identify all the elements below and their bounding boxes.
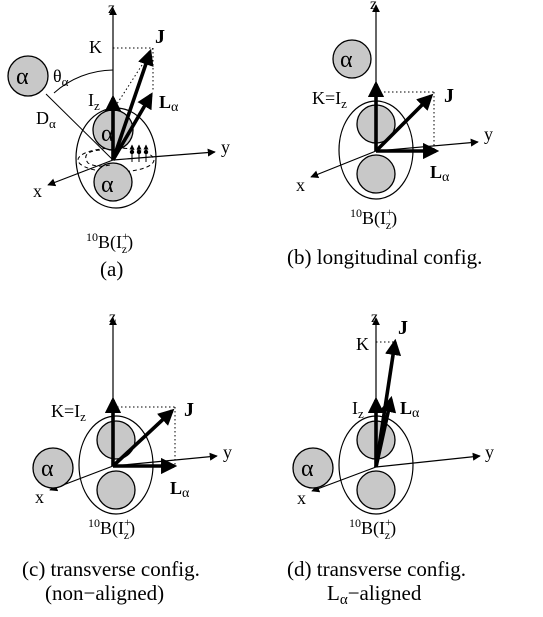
panel-c: z y x K=Iz J Lα α 10B(I+z) (c) transvers… [22, 309, 232, 605]
alpha-outer-label: α [340, 47, 353, 73]
l-alpha-label: Lα [159, 92, 179, 115]
alpha-cluster-outer [292, 447, 334, 489]
d-alpha-label: Dα [36, 108, 56, 131]
alpha-cluster-upper [96, 420, 136, 460]
caption-c-line1: (c) transverse config. [22, 557, 200, 581]
z-axis-label: z [371, 309, 378, 326]
l-alpha-label: Lα [170, 478, 190, 501]
caption-a: (a) [100, 257, 123, 281]
k-label: K [89, 37, 102, 57]
j-label: J [184, 399, 194, 421]
rotation-arc-dashed [85, 149, 111, 167]
alpha-cluster-lower [356, 154, 396, 194]
y-axis [375, 452, 481, 468]
x-axis [311, 466, 377, 493]
x-axis-label: x [35, 487, 44, 507]
x-axis [310, 150, 377, 179]
spin-arrows [129, 144, 149, 162]
nucleus-label: 10B(I+z) [349, 515, 396, 542]
alpha-lower-label: α [101, 172, 114, 198]
panel-d: z y x K J Iz Lα α 10B(I+z) (d) transvers… [287, 309, 494, 608]
j-vector [111, 408, 175, 468]
alpha-cluster-lower [93, 162, 133, 202]
alpha-cluster-outer [7, 55, 49, 97]
iz-label: Iz [352, 398, 364, 421]
caption-d-line1: (d) transverse config. [287, 557, 466, 581]
j-label: J [155, 26, 165, 48]
panel-a: z y x K J Iz Lα θα Dα α α α 10B(I+z) (a) [7, 0, 230, 281]
caption-c-line2: (non−aligned) [45, 581, 164, 605]
x-axis-label: x [33, 181, 42, 201]
nucleus-label: 10B(I+z) [350, 205, 397, 232]
l-alpha-label: Lα [400, 398, 420, 421]
k-iz-label: K=Iz [51, 401, 86, 424]
l-alpha-vector [374, 395, 397, 468]
alpha-axis-line [45, 93, 114, 161]
nucleus-label: 10B(I+z) [88, 515, 135, 542]
alpha-outer-label: α [41, 456, 54, 482]
alpha-outer-label: α [301, 456, 314, 482]
x-axis [47, 159, 114, 187]
j-vector [111, 48, 154, 161]
y-axis-label: y [221, 137, 230, 157]
alpha-cluster-lower [96, 470, 136, 510]
z-axis-label: z [108, 0, 115, 17]
caption-d-line2: Lα−aligned [327, 581, 422, 608]
j-label: J [398, 317, 408, 339]
l-alpha-label: Lα [430, 162, 450, 185]
x-axis-label: x [296, 175, 305, 195]
y-axis-label: y [484, 124, 493, 144]
theta-label: θα [53, 66, 69, 89]
alpha-cluster-lower [356, 470, 396, 510]
alpha-cluster-outer [332, 39, 372, 79]
z-axis-label: z [109, 309, 116, 326]
alpha-outer-label: α [16, 64, 29, 90]
l-alpha-vector [111, 92, 153, 161]
panel-b: z y x K=Iz J Lα α 10B(I+z) (b) longitudi… [287, 0, 493, 269]
iz-label: Iz [88, 90, 100, 113]
alpha-cluster-outer [32, 447, 74, 489]
k-iz-label: K=Iz [312, 88, 347, 111]
y-axis-label: y [223, 442, 232, 462]
nucleus-label: 10B(I+z) [86, 229, 133, 256]
j-vector [374, 93, 434, 153]
x-axis-label: x [297, 488, 306, 508]
alpha-upper-label: α [101, 121, 114, 147]
y-axis [112, 148, 216, 161]
z-axis-label: z [370, 0, 377, 13]
y-axis-label: y [485, 442, 494, 462]
k-label: K [356, 334, 369, 354]
equator-dashed-ellipse [77, 147, 155, 173]
j-label: J [444, 85, 454, 107]
caption-b: (b) longitudinal config. [287, 245, 482, 269]
theta-angle-arc [53, 69, 114, 94]
